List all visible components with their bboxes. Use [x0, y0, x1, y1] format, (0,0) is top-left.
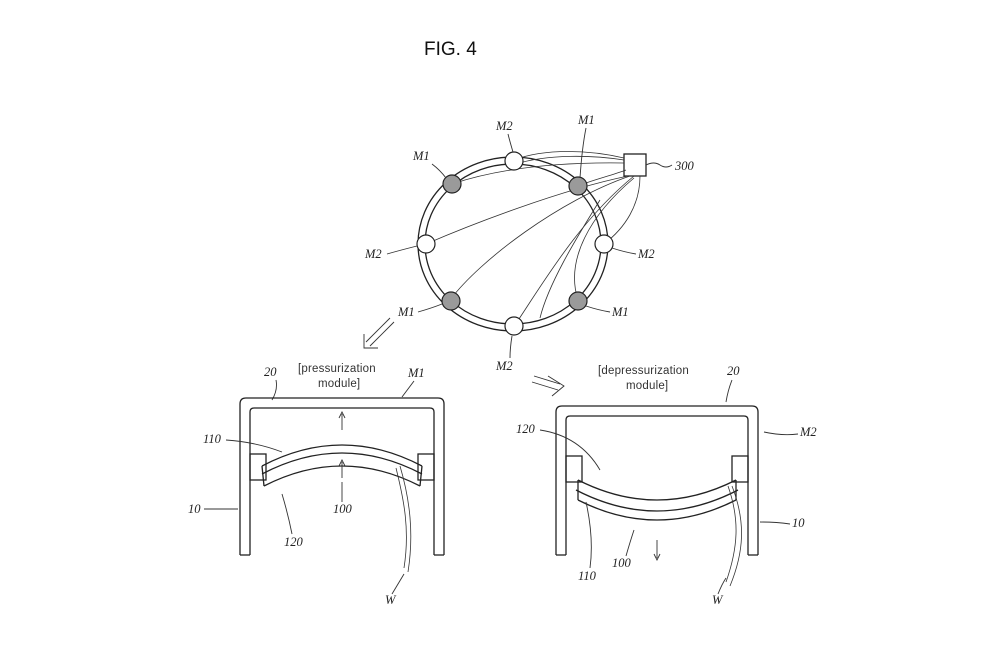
right-housing-inner [565, 415, 749, 555]
module-lower-right-m1 [568, 291, 588, 311]
left-label-10: 10 [188, 502, 201, 516]
right-leader-module [763, 431, 799, 436]
label-lower-left-m1: M1 [397, 305, 415, 319]
right-leader-120 [539, 429, 601, 471]
left-leader-w [391, 573, 405, 595]
left-label-120: 120 [284, 535, 304, 549]
left-label-100: 100 [333, 502, 353, 516]
module-right-m2 [594, 234, 614, 254]
right-label-120: 120 [516, 422, 536, 436]
right-wire-w-a [725, 485, 737, 583]
right-membrane-120 [577, 479, 737, 501]
left-leader-110 [225, 439, 283, 453]
wire-to-left-m1 [451, 162, 625, 185]
leader-top-m2 [507, 133, 514, 153]
leader-upper-right-m1 [579, 127, 587, 179]
label-upper-right-m1: M1 [577, 113, 595, 127]
right-label-100: 100 [612, 556, 632, 570]
left-clamp-left [249, 453, 267, 481]
right-label-module: M2 [799, 425, 817, 439]
right-housing-outer [555, 405, 759, 555]
left-housing-inner [249, 407, 435, 555]
right-label-w: W [712, 593, 724, 607]
label-right-m2: M2 [637, 247, 655, 261]
arrow-to-right-module [531, 375, 565, 397]
label-lower-right-m1: M1 [611, 305, 629, 319]
leader-left-m2 [386, 245, 418, 255]
left-wire-w-a [395, 467, 407, 569]
right-membrane-110 [577, 499, 737, 521]
module-upper-right-m1 [568, 176, 588, 196]
module-left-m2 [416, 234, 436, 254]
left-clamp-right [417, 453, 435, 481]
right-label-housing: 20 [727, 364, 740, 378]
wire-inner-a [539, 199, 601, 319]
arrow-to-left-module [363, 317, 395, 349]
left-leader-120 [281, 493, 293, 535]
leader-bottom-m2 [509, 335, 513, 359]
ring-diagram: 300 M2 M1 M1 M2 M2 M1 M1 [364, 113, 695, 373]
label-bottom-m2: M2 [495, 359, 513, 373]
left-label-housing: 20 [264, 365, 277, 379]
left-caption-line2: module] [318, 378, 360, 390]
left-membrane-mid [261, 452, 423, 475]
leader-lower-right-m1 [585, 305, 611, 313]
right-leader-housing [725, 379, 733, 403]
leader-right-m2 [611, 247, 637, 255]
left-membrane-end-r [419, 465, 423, 487]
left-arrow-up-top-head [338, 410, 346, 419]
left-leader-housing [271, 379, 277, 401]
right-label-10: 10 [792, 516, 805, 530]
right-leader-110 [585, 501, 592, 569]
right-wire-w-b [729, 485, 742, 587]
controller-leader [645, 162, 673, 168]
left-housing-outer [239, 397, 445, 555]
label-left-m2: M2 [364, 247, 382, 261]
wire-to-left-m2 [425, 175, 629, 245]
controller-label: 300 [674, 159, 695, 173]
right-leader-w [717, 577, 727, 595]
leader-lower-left-m1 [417, 303, 443, 313]
leader-upper-left-m1 [431, 163, 447, 179]
left-arrow-up-bottom-head [338, 458, 346, 467]
right-leader-10 [759, 521, 791, 525]
left-membrane-end-l [261, 465, 265, 487]
right-label-110: 110 [578, 569, 597, 583]
right-arrow-down-head [653, 553, 661, 562]
right-caption-line2: module] [626, 380, 668, 392]
right-membrane-mid [575, 489, 739, 512]
wire-to-lower-left-m1 [449, 175, 631, 301]
wire-to-bottom-m2 [514, 175, 635, 326]
controller-box [623, 153, 647, 177]
right-clamp-left [565, 455, 583, 483]
left-wire-w-b [399, 465, 412, 573]
right-caption-line1: [depressurization [598, 365, 689, 377]
label-upper-left-m1: M1 [412, 149, 430, 163]
left-label-module: M1 [407, 366, 425, 380]
wire-to-lower-right-m1 [574, 177, 635, 301]
right-leader-100 [625, 529, 635, 557]
left-membrane-110 [261, 444, 423, 467]
right-module: [depressurization module] 20 M2 120 10 1… [516, 364, 817, 607]
left-module: [pressurization module] 20 M1 110 10 [188, 363, 445, 607]
figure-title: FIG. 4 [424, 39, 477, 60]
module-bottom-m2 [504, 316, 524, 336]
left-leader-module [401, 380, 415, 398]
right-clamp-right [731, 455, 749, 483]
left-label-w: W [385, 593, 397, 607]
left-label-110: 110 [203, 432, 222, 446]
wire-to-top-m2 [513, 151, 625, 161]
left-caption-line1: [pressurization [298, 363, 376, 375]
module-lower-left-m1 [441, 291, 461, 311]
wire-to-top-m2-b [515, 155, 625, 165]
module-top-m2 [504, 151, 524, 171]
module-upper-left-m1 [442, 174, 462, 194]
label-top-m2: M2 [495, 119, 513, 133]
